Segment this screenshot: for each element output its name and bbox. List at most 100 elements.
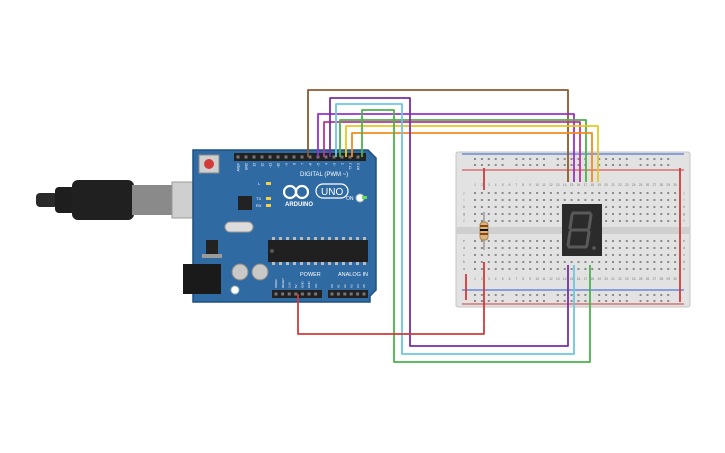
rail-hole[interactable] bbox=[480, 164, 483, 166]
terminal-hole[interactable] bbox=[556, 199, 559, 201]
terminal-hole[interactable] bbox=[501, 192, 504, 194]
terminal-hole[interactable] bbox=[543, 240, 545, 242]
usb-cable[interactable] bbox=[36, 180, 198, 220]
rail-hole[interactable] bbox=[577, 164, 580, 166]
power-pin[interactable] bbox=[274, 292, 278, 296]
terminal-hole[interactable] bbox=[660, 268, 663, 270]
terminal-hole[interactable] bbox=[674, 213, 677, 215]
terminal-hole[interactable] bbox=[618, 199, 621, 201]
rail-hole[interactable] bbox=[584, 294, 587, 296]
rail-hole[interactable] bbox=[494, 158, 497, 160]
rail-hole[interactable] bbox=[543, 164, 545, 166]
terminal-hole[interactable] bbox=[591, 192, 594, 194]
terminal-hole[interactable] bbox=[501, 213, 504, 215]
analog-pin[interactable] bbox=[343, 292, 347, 296]
terminal-hole[interactable] bbox=[474, 213, 476, 215]
digital-pin[interactable] bbox=[348, 155, 352, 159]
rail-hole[interactable] bbox=[598, 164, 601, 166]
terminal-hole[interactable] bbox=[522, 206, 525, 208]
terminal-hole[interactable] bbox=[536, 254, 539, 256]
terminal-hole[interactable] bbox=[667, 199, 670, 201]
digital-pin[interactable] bbox=[340, 155, 344, 159]
terminal-hole[interactable] bbox=[653, 213, 656, 215]
terminal-hole[interactable] bbox=[667, 254, 670, 256]
terminal-hole[interactable] bbox=[618, 254, 621, 256]
rail-hole[interactable] bbox=[563, 294, 566, 296]
terminal-hole[interactable] bbox=[543, 261, 545, 263]
terminal-hole[interactable] bbox=[501, 268, 504, 270]
terminal-hole[interactable] bbox=[667, 240, 670, 242]
terminal-hole[interactable] bbox=[632, 206, 635, 208]
terminal-hole[interactable] bbox=[639, 192, 642, 194]
digital-pin[interactable] bbox=[268, 155, 272, 159]
terminal-hole[interactable] bbox=[639, 261, 642, 263]
terminal-hole[interactable] bbox=[584, 268, 587, 270]
terminal-hole[interactable] bbox=[494, 206, 497, 208]
rail-hole[interactable] bbox=[653, 294, 656, 296]
terminal-hole[interactable] bbox=[667, 192, 670, 194]
terminal-hole[interactable] bbox=[674, 220, 677, 222]
terminal-hole[interactable] bbox=[549, 206, 552, 208]
terminal-hole[interactable] bbox=[632, 268, 635, 270]
rail-hole[interactable] bbox=[543, 300, 545, 302]
terminal-hole[interactable] bbox=[487, 254, 490, 256]
terminal-hole[interactable] bbox=[549, 268, 552, 270]
terminal-hole[interactable] bbox=[605, 192, 608, 194]
terminal-hole[interactable] bbox=[653, 192, 656, 194]
terminal-hole[interactable] bbox=[515, 247, 518, 249]
terminal-hole[interactable] bbox=[480, 240, 483, 242]
terminal-hole[interactable] bbox=[480, 268, 483, 270]
terminal-hole[interactable] bbox=[474, 247, 476, 249]
terminal-hole[interactable] bbox=[618, 240, 621, 242]
rail-hole[interactable] bbox=[625, 158, 628, 160]
terminal-hole[interactable] bbox=[487, 213, 490, 215]
terminal-hole[interactable] bbox=[556, 254, 559, 256]
terminal-hole[interactable] bbox=[591, 199, 594, 201]
wire-green-bottom[interactable] bbox=[361, 109, 591, 363]
terminal-hole[interactable] bbox=[660, 199, 663, 201]
rail-hole[interactable] bbox=[660, 294, 663, 296]
rail-hole[interactable] bbox=[570, 300, 573, 302]
terminal-hole[interactable] bbox=[570, 261, 573, 263]
terminal-hole[interactable] bbox=[605, 261, 608, 263]
terminal-hole[interactable] bbox=[646, 192, 649, 194]
terminal-hole[interactable] bbox=[577, 192, 580, 194]
terminal-hole[interactable] bbox=[494, 268, 497, 270]
terminal-hole[interactable] bbox=[612, 240, 614, 242]
terminal-hole[interactable] bbox=[632, 261, 635, 263]
rail-hole[interactable] bbox=[563, 158, 566, 160]
resistor[interactable] bbox=[479, 212, 489, 250]
terminal-hole[interactable] bbox=[667, 247, 670, 249]
terminal-hole[interactable] bbox=[474, 220, 476, 222]
rail-hole[interactable] bbox=[501, 294, 504, 296]
terminal-hole[interactable] bbox=[536, 213, 539, 215]
terminal-hole[interactable] bbox=[529, 220, 532, 222]
terminal-hole[interactable] bbox=[508, 261, 511, 263]
terminal-hole[interactable] bbox=[508, 240, 511, 242]
wire-red-gnd[interactable] bbox=[297, 262, 485, 335]
terminal-hole[interactable] bbox=[605, 254, 608, 256]
terminal-hole[interactable] bbox=[508, 192, 511, 194]
terminal-hole[interactable] bbox=[646, 268, 649, 270]
terminal-hole[interactable] bbox=[612, 213, 614, 215]
digital-pin[interactable] bbox=[324, 155, 328, 159]
terminal-hole[interactable] bbox=[556, 220, 559, 222]
terminal-hole[interactable] bbox=[667, 268, 670, 270]
rail-hole[interactable] bbox=[487, 300, 490, 302]
terminal-hole[interactable] bbox=[674, 206, 677, 208]
terminal-hole[interactable] bbox=[660, 220, 663, 222]
rail-hole[interactable] bbox=[639, 294, 642, 296]
terminal-hole[interactable] bbox=[591, 268, 594, 270]
terminal-hole[interactable] bbox=[529, 254, 532, 256]
rail-hole[interactable] bbox=[556, 158, 559, 160]
terminal-hole[interactable] bbox=[556, 213, 559, 215]
terminal-hole[interactable] bbox=[556, 261, 559, 263]
rail-hole[interactable] bbox=[536, 294, 539, 296]
rail-hole[interactable] bbox=[480, 300, 483, 302]
terminal-hole[interactable] bbox=[660, 192, 663, 194]
terminal-hole[interactable] bbox=[639, 206, 642, 208]
rail-hole[interactable] bbox=[543, 158, 545, 160]
terminal-hole[interactable] bbox=[646, 247, 649, 249]
power-pin[interactable] bbox=[294, 292, 298, 296]
